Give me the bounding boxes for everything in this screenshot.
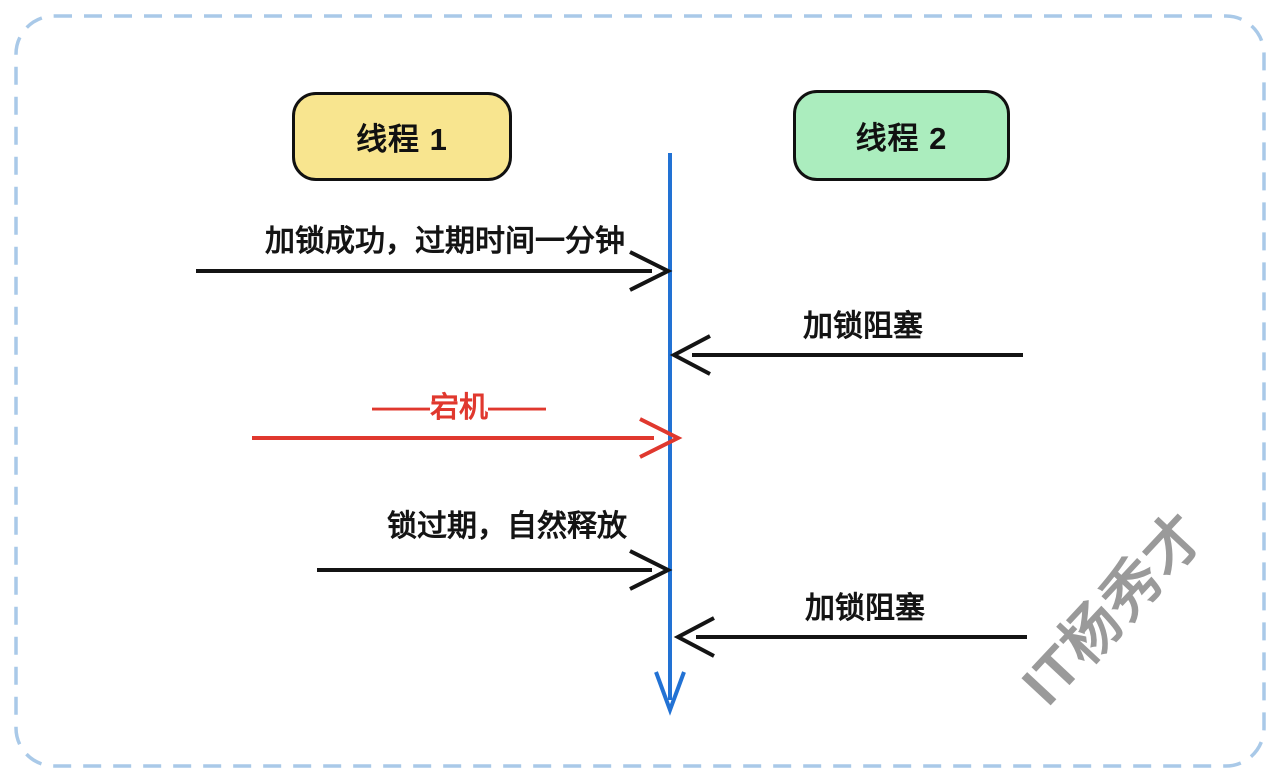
message-label-crash: ——宕机—— bbox=[371, 392, 546, 424]
dashed-border bbox=[14, 14, 1266, 768]
actor-thread1-box: 线程 1 bbox=[292, 92, 512, 181]
message-label-lock-success: 加锁成功，过期时间一分钟 bbox=[265, 225, 625, 258]
arrow-lock-blocked-1 bbox=[669, 334, 1023, 376]
actor-thread1-label: 线程 1 bbox=[356, 122, 448, 157]
arrow-lock-blocked-2 bbox=[673, 616, 1027, 658]
arrow-crash bbox=[252, 417, 683, 459]
message-label-lock-blocked-2: 加锁阻塞 bbox=[805, 592, 925, 625]
actor-thread2-label: 线程 2 bbox=[855, 121, 948, 156]
actor-thread2-box: 线程 2 bbox=[793, 90, 1010, 181]
arrow-lock-expired bbox=[317, 549, 673, 591]
message-label-lock-blocked-1: 加锁阻塞 bbox=[803, 310, 923, 343]
timeline-arrow bbox=[654, 153, 686, 716]
arrow-lock-success bbox=[196, 250, 673, 292]
message-label-lock-expired: 锁过期，自然释放 bbox=[387, 510, 627, 543]
